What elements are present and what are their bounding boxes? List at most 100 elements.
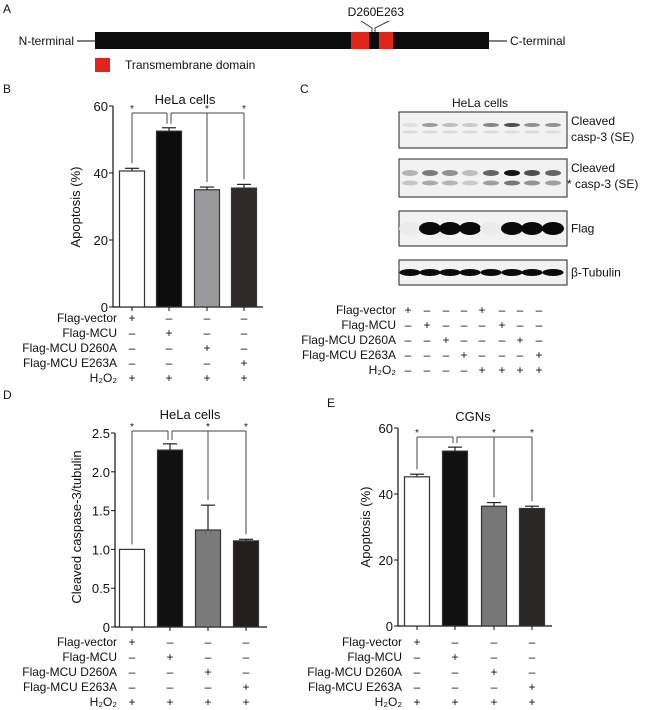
condition-sign: – <box>243 665 250 679</box>
blot-title: HeLa cells <box>452 96 508 110</box>
condition-sign: + <box>240 371 247 385</box>
significance-star: * <box>130 104 134 115</box>
blot-band-lower <box>442 180 458 186</box>
condition-sign: – <box>204 356 211 370</box>
condition-sign: + <box>165 371 172 385</box>
condition-sign: + <box>478 303 485 317</box>
condition-sign: + <box>165 326 172 340</box>
condition-sign: + <box>404 303 411 317</box>
blot-band <box>439 222 461 235</box>
condition-sign: – <box>129 665 136 679</box>
blot-band-faint <box>483 130 499 134</box>
condition-sign: + <box>451 650 458 664</box>
blot-band <box>480 269 502 276</box>
blot-band-faint <box>524 130 540 134</box>
condition-sign: + <box>242 695 249 709</box>
condition-label: Flag-MCU D260A <box>301 333 396 347</box>
condition-sign: – <box>167 635 174 649</box>
panel-label: A <box>3 2 11 16</box>
y-tick-label: 60 <box>379 421 393 436</box>
legend-swatch <box>95 58 110 72</box>
condition-sign: + <box>478 363 485 377</box>
blot-band-lower <box>422 180 438 186</box>
c-terminal-label: C-terminal <box>510 34 565 48</box>
condition-sign: – <box>405 363 412 377</box>
condition-sign: + <box>460 348 467 362</box>
site-label-d260: D260 <box>348 5 377 19</box>
condition-sign: – <box>529 650 536 664</box>
panel-label: B <box>3 82 11 96</box>
condition-sign: – <box>443 363 450 377</box>
condition-label: Flag-MCU <box>347 650 402 664</box>
condition-sign: – <box>461 333 468 347</box>
condition-sign: – <box>479 348 486 362</box>
condition-sign: – <box>204 311 211 325</box>
condition-sign: – <box>129 680 136 694</box>
condition-sign: – <box>491 650 498 664</box>
bar <box>193 189 221 308</box>
condition-sign: – <box>205 650 212 664</box>
condition-sign: + <box>535 363 542 377</box>
blot-frame <box>398 158 568 198</box>
blot-band <box>459 269 481 276</box>
condition-sign: + <box>242 680 249 694</box>
blot-band-faint <box>504 130 520 134</box>
significance-star: * <box>492 428 496 439</box>
condition-label: Flag-MCU D260A <box>22 665 117 679</box>
protein-bar <box>95 32 489 49</box>
site-label-e263: E263 <box>376 5 404 19</box>
condition-label: H₂O₂ <box>90 371 118 385</box>
blot-band <box>524 170 540 176</box>
blot-label: * casp-3 (SE) <box>567 177 638 191</box>
condition-sign: + <box>498 363 505 377</box>
transmembrane-segment-2 <box>379 32 393 49</box>
condition-label: H₂O₂ <box>375 695 403 709</box>
condition-label: Flag-MCU <box>62 326 117 340</box>
condition-sign: + <box>413 635 420 649</box>
condition-sign: – <box>424 303 431 317</box>
condition-sign: – <box>405 333 412 347</box>
condition-sign: – <box>461 318 468 332</box>
condition-sign: – <box>424 333 431 347</box>
blot-band <box>399 269 421 276</box>
blot-band <box>504 123 520 127</box>
y-axis-label: Cleaved caspase-3/tubulin <box>69 450 84 603</box>
blot-band <box>542 222 564 235</box>
blot-band <box>402 170 418 176</box>
chart-title: HeLa cells <box>160 407 221 422</box>
condition-sign: – <box>452 635 459 649</box>
condition-sign: – <box>536 303 543 317</box>
condition-label: H₂O₂ <box>369 363 397 377</box>
condition-sign: – <box>241 311 248 325</box>
blot-band <box>402 123 418 127</box>
significance-star: * <box>244 422 248 433</box>
significance-star: * <box>130 422 134 433</box>
bar <box>118 170 146 308</box>
condition-sign: + <box>128 635 135 649</box>
blot-band <box>462 170 478 176</box>
condition-sign: – <box>204 326 211 340</box>
y-tick-label: 2.0 <box>92 465 110 480</box>
blot-label: Cleaved <box>571 161 615 175</box>
condition-sign: – <box>414 665 421 679</box>
condition-label: Flag-MCU D260A <box>307 665 402 679</box>
blot-label: casp-3 (SE) <box>571 130 634 144</box>
blot-band <box>419 269 441 276</box>
y-tick-label: 20 <box>379 553 393 568</box>
bar <box>480 505 508 627</box>
significance-star: * <box>205 104 209 115</box>
condition-sign: – <box>517 318 524 332</box>
bar <box>518 507 546 627</box>
condition-sign: – <box>205 680 212 694</box>
condition-sign: – <box>517 303 524 317</box>
blot-membrane <box>398 259 568 286</box>
chart-title: HeLa cells <box>155 92 216 107</box>
condition-sign: – <box>405 348 412 362</box>
condition-sign: – <box>529 635 536 649</box>
y-axis-label: Apoptosis (%) <box>68 167 83 248</box>
blot-band-lower <box>402 180 418 186</box>
condition-sign: – <box>491 635 498 649</box>
condition-sign: – <box>129 356 136 370</box>
significance-star: * <box>206 422 210 433</box>
